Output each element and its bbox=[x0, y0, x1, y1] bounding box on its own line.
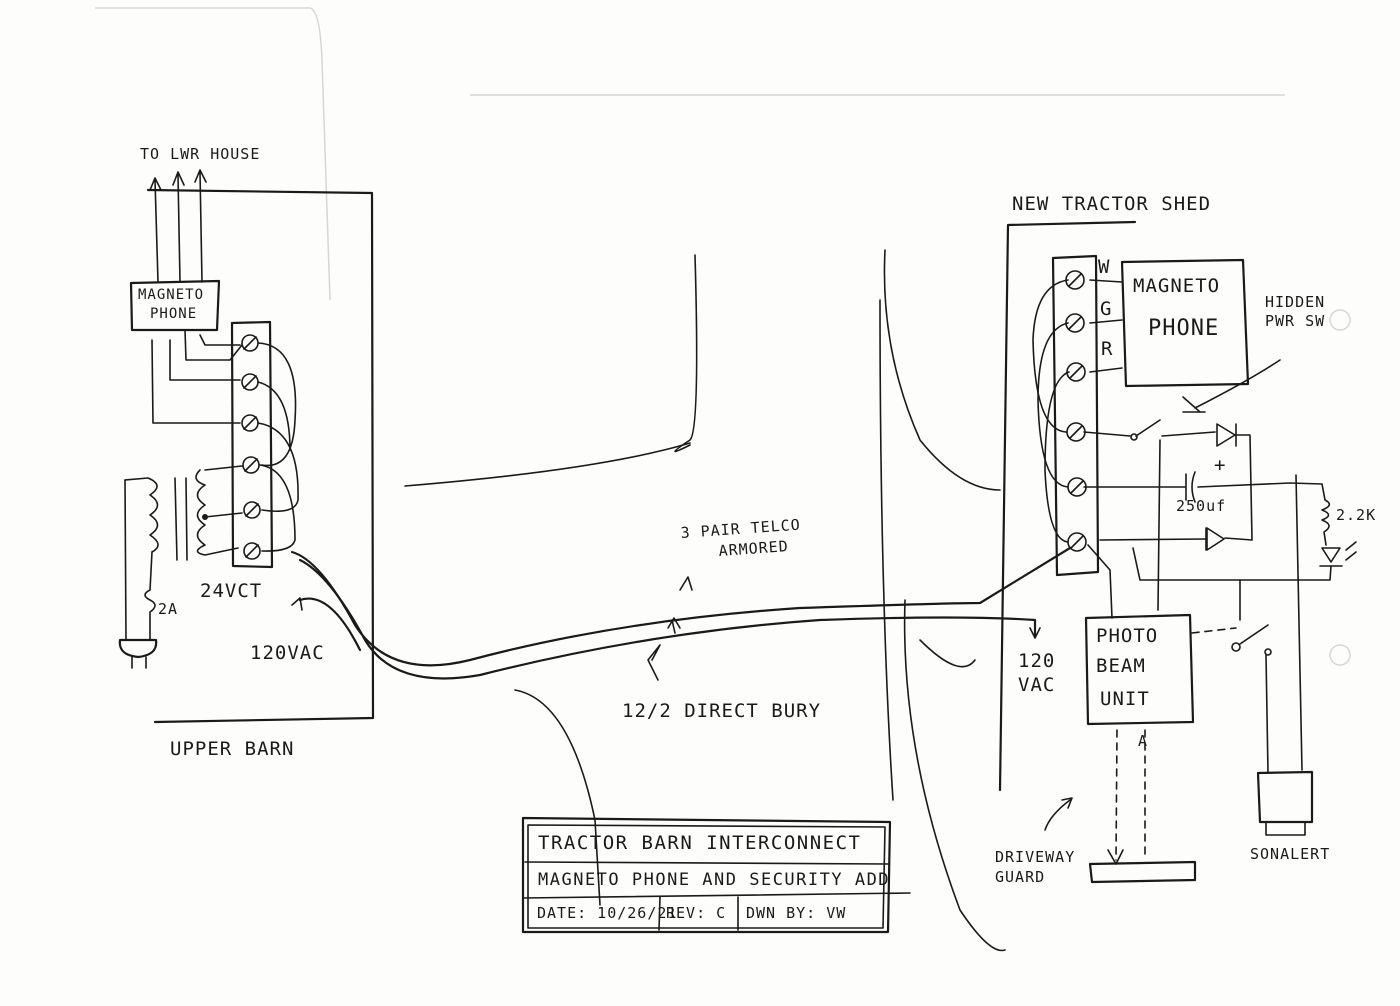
shed-enclosure bbox=[998, 220, 1137, 792]
to-lwr-house-label: TO LWR HOUSE bbox=[140, 145, 261, 163]
upper-magneto-label-2: PHONE bbox=[150, 306, 198, 322]
power-circuit bbox=[1083, 359, 1357, 621]
sonalert-label: SONALERT bbox=[1250, 845, 1331, 863]
beam-a-label: A bbox=[1138, 732, 1149, 750]
sonalert-device bbox=[1256, 770, 1314, 836]
upper-magneto-label-1: MAGNETO bbox=[138, 287, 205, 303]
shed-screw-terminals bbox=[1065, 270, 1087, 552]
photo-beam-unit-box bbox=[1084, 474, 1303, 774]
upper-120vac-label: 120VAC bbox=[250, 642, 325, 664]
sketch-strokes bbox=[404, 249, 1006, 952]
driveway-guard-label-2: GUARD bbox=[995, 868, 1046, 886]
paper-ghost-marks bbox=[95, 7, 1351, 666]
driveway-guard-label-1: DRIVEWAY bbox=[995, 848, 1076, 866]
terminal-r-label: R bbox=[1101, 338, 1114, 360]
fuse-label: 2A bbox=[158, 600, 179, 618]
title-block-subtitle: MAGNETO PHONE AND SECURITY ADD bbox=[538, 870, 891, 890]
title-block-rev: REV: C bbox=[666, 904, 727, 922]
photo-beam-label-2: BEAM bbox=[1096, 655, 1146, 677]
upper-barn-enclosure bbox=[146, 188, 375, 724]
shed-120-label-2: VAC bbox=[1018, 674, 1056, 696]
photo-beam-label-1: PHOTO bbox=[1096, 625, 1159, 647]
upper-screw-terminals bbox=[241, 334, 261, 560]
capacitor-plus-label: + bbox=[1214, 454, 1227, 476]
upper-barn-label: UPPER BARN bbox=[170, 738, 295, 760]
resistor-label: 2.2K bbox=[1336, 506, 1377, 524]
shed-magneto-label-1: MAGNETO bbox=[1133, 275, 1221, 297]
photo-beam-label-3: UNIT bbox=[1100, 688, 1150, 710]
ac-plug bbox=[118, 638, 158, 669]
shed-magneto-label-2: PHONE bbox=[1148, 316, 1220, 341]
new-tractor-shed-label: NEW TRACTOR SHED bbox=[1012, 193, 1212, 215]
capacitor-value-label: 250uf bbox=[1176, 497, 1227, 515]
upper-magneto-phone-box bbox=[129, 279, 221, 332]
terminal-w-label: W bbox=[1098, 256, 1111, 278]
title-block-drawn-by: DWN BY: VW bbox=[746, 904, 847, 922]
direct-bury-label: 12/2 DIRECT BURY bbox=[622, 700, 822, 722]
title-block-date: DATE: 10/26/21 bbox=[537, 904, 678, 922]
shed-magneto-phone-box bbox=[1089, 258, 1250, 388]
to-lwr-house-arrows bbox=[149, 169, 207, 283]
shed-terminal-strip bbox=[1032, 254, 1100, 577]
title-block-title: TRACTOR BARN INTERCONNECT bbox=[538, 832, 862, 854]
shed-120-label-1: 120 bbox=[1018, 650, 1056, 672]
title-block-frame bbox=[521, 816, 911, 934]
hidden-pwr-sw-label-1: HIDDEN bbox=[1265, 293, 1326, 311]
transformer-label: 24VCT bbox=[200, 580, 263, 602]
interconnect-cables bbox=[290, 546, 1072, 681]
terminal-g-label: G bbox=[1100, 298, 1113, 320]
hidden-pwr-sw-label-2: PWR SW bbox=[1265, 312, 1326, 330]
transformer-24vct bbox=[124, 465, 243, 641]
upper-120vac-pointer bbox=[291, 597, 303, 611]
upper-terminal-strip bbox=[151, 320, 299, 569]
driveway-beam bbox=[1044, 729, 1197, 884]
